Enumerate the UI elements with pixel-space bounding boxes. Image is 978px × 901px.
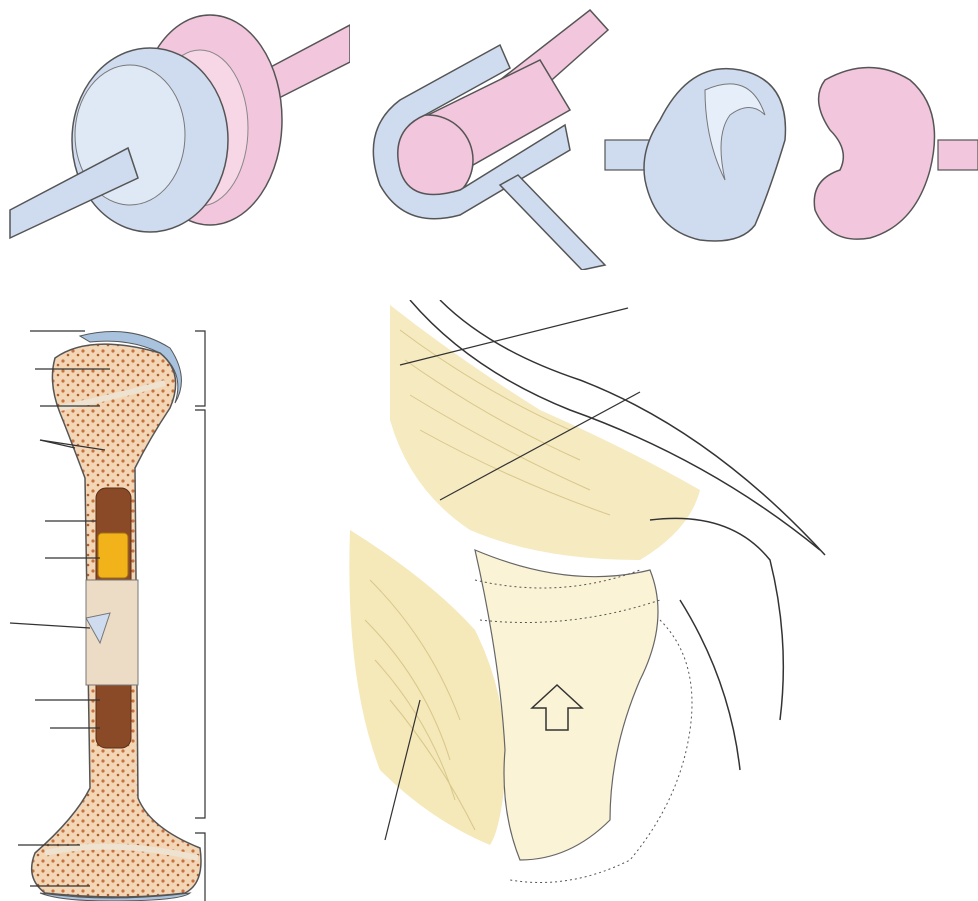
shoulder-joint-illustration	[310, 300, 830, 895]
saddle-joint-model	[600, 40, 978, 260]
hinge-joint-model	[360, 0, 610, 270]
long-bone-cross-section	[0, 318, 230, 901]
ball-and-socket-joint-model	[0, 0, 350, 260]
